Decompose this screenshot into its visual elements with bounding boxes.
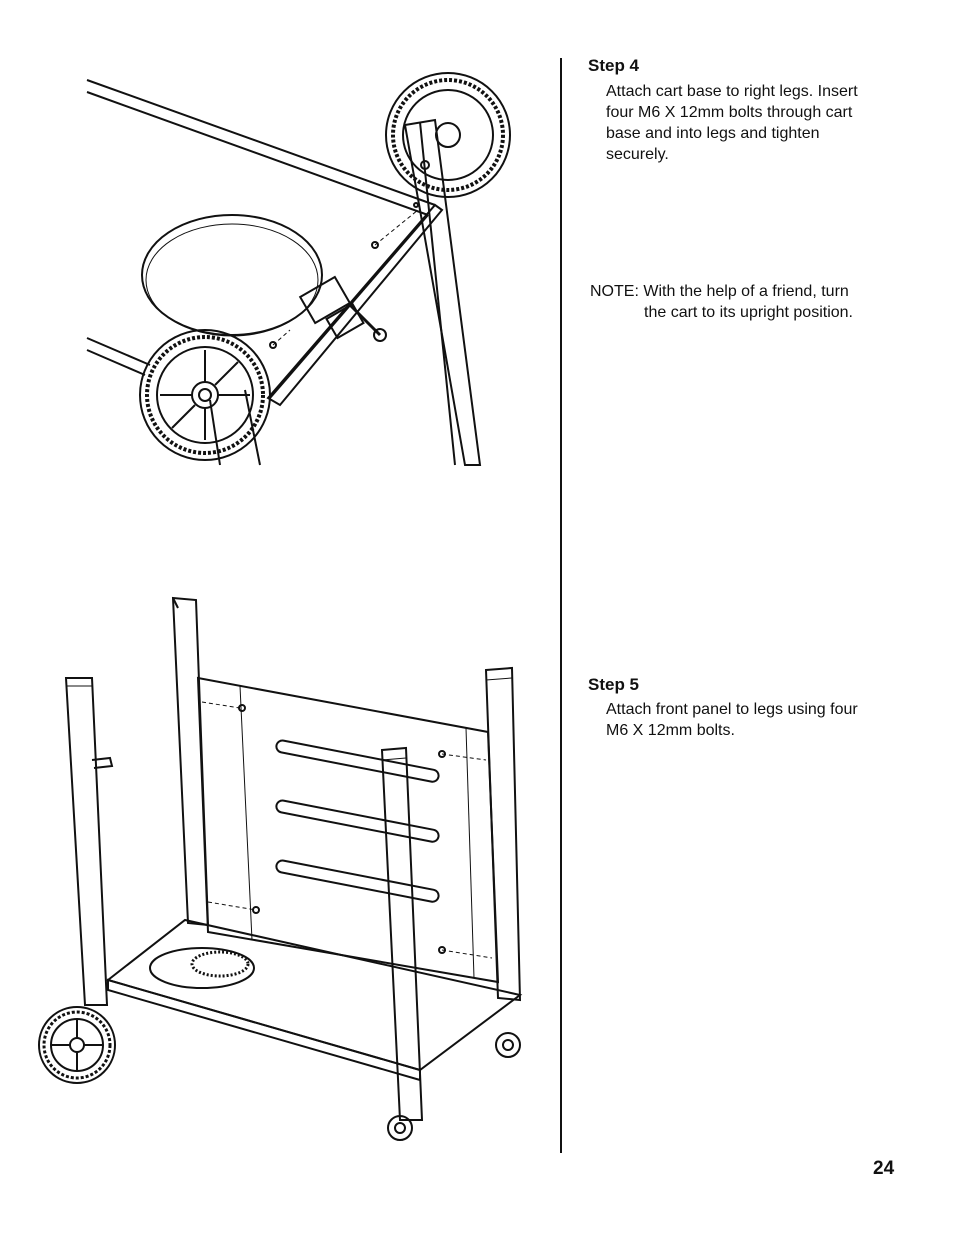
step4-title: Step 4 [588, 56, 640, 75]
note-label: NOTE: [590, 283, 639, 300]
step5-text: Attach front panel to legs using four M6… [606, 701, 858, 739]
step4-illustration [86, 72, 511, 466]
note-line2: the cart to its upright position. [644, 304, 853, 321]
step4-text: Attach cart base to right legs. Insert f… [606, 83, 858, 163]
column-divider [560, 58, 562, 1153]
note: NOTE: With the help of a friend, turn th… [590, 281, 880, 323]
step5-illustration [38, 596, 523, 1141]
page-number: 24 [873, 1158, 895, 1179]
note-line1: With the help of a friend, turn [643, 283, 849, 300]
step5-title: Step 5 [588, 675, 640, 694]
